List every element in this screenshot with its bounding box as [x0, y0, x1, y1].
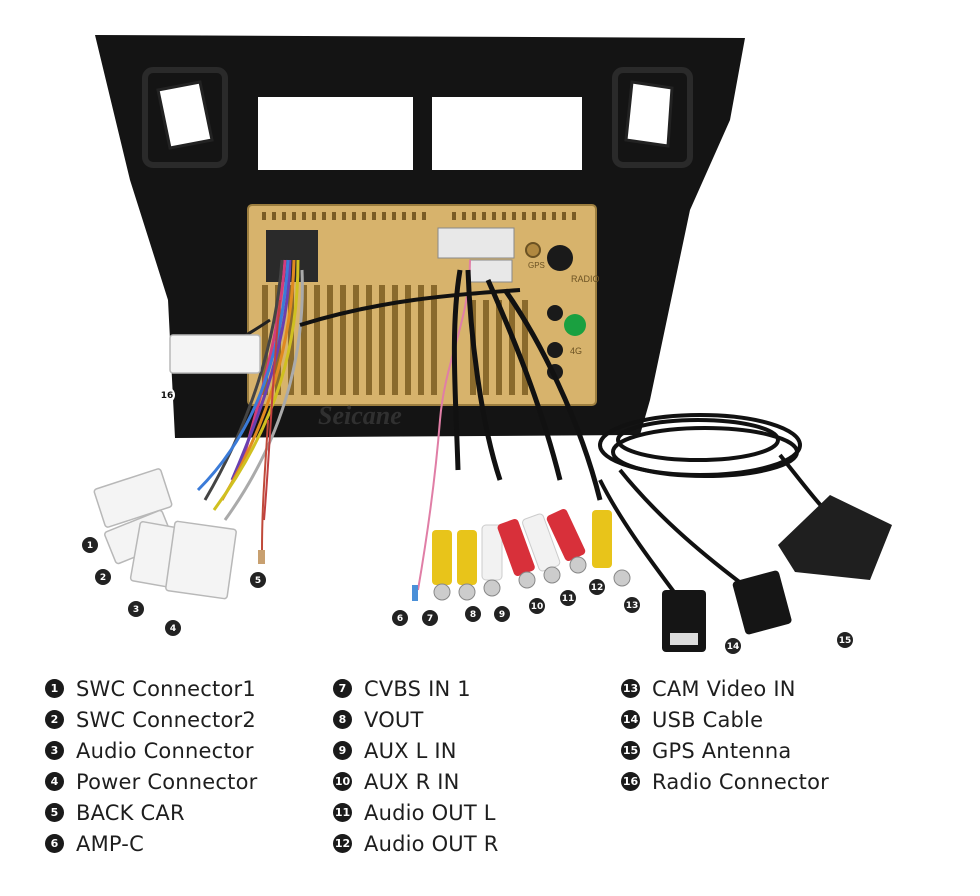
rca-plugs — [432, 509, 631, 601]
legend-item: 9 AUX L IN — [333, 735, 499, 766]
legend-item: 15 GPS Antenna — [621, 735, 829, 766]
svg-text:10: 10 — [531, 602, 544, 612]
head-unit-back: RADIO GPS 4G — [247, 204, 600, 406]
svg-text:13: 13 — [626, 601, 639, 611]
legend-item: 7 CVBS IN 1 — [333, 673, 499, 704]
legend-number: 1 — [45, 679, 64, 698]
4g-port-label: 4G — [570, 346, 582, 356]
legend-label: VOUT — [364, 707, 424, 732]
legend-label: Audio Connector — [76, 738, 254, 763]
radio-port-label: RADIO — [571, 274, 600, 284]
svg-text:9: 9 — [499, 610, 505, 620]
legend-label: USB Cable — [652, 707, 764, 732]
svg-text:6: 6 — [397, 614, 403, 624]
harness-connectors — [93, 334, 261, 600]
legend-number: 10 — [333, 772, 352, 791]
legend-item: 16 Radio Connector — [621, 766, 829, 797]
svg-text:2: 2 — [100, 573, 106, 583]
svg-text:4: 4 — [170, 624, 176, 634]
legend-label: SWC Connector1 — [76, 676, 256, 701]
legend-item: 2 SWC Connector2 — [45, 704, 257, 735]
legend-label: Radio Connector — [652, 769, 829, 794]
svg-text:15: 15 — [839, 636, 852, 646]
legend-number: 7 — [333, 679, 352, 698]
svg-text:1: 1 — [87, 541, 93, 551]
legend-label: SWC Connector2 — [76, 707, 256, 732]
svg-text:11: 11 — [562, 594, 575, 604]
legend-number: 16 — [621, 772, 640, 791]
legend-item: 13 CAM Video IN — [621, 673, 829, 704]
legend-item: 14 USB Cable — [621, 704, 829, 735]
legend-item: 12 Audio OUT R — [333, 828, 499, 859]
legend-number: 11 — [333, 803, 352, 822]
usb-and-gps-cables — [598, 413, 827, 602]
legend-number: 3 — [45, 741, 64, 760]
legend-column-2: 7 CVBS IN 1 8 VOUT 9 AUX L IN 10 AUX R IN 11… — [333, 673, 499, 859]
legend-number: 5 — [45, 803, 64, 822]
image-callouts: 1 2 3 4 5 6 7 8 9 10 11 12 13 14 15 16 — [82, 387, 853, 654]
legend-number: 15 — [621, 741, 640, 760]
legend-column-3: 13 CAM Video IN 14 USB Cable 15 GPS Antenna… — [621, 673, 829, 797]
legend-label: GPS Antenna — [652, 738, 792, 763]
product-illustration: RADIO GPS 4G Seicane — [82, 35, 892, 654]
legend-label: CAM Video IN — [652, 676, 796, 701]
legend-item: 5 BACK CAR — [45, 797, 257, 828]
legend-label: Power Connector — [76, 769, 258, 794]
svg-text:16: 16 — [161, 391, 174, 401]
svg-text:7: 7 — [427, 614, 433, 624]
legend-number: 13 — [621, 679, 640, 698]
svg-text:12: 12 — [591, 583, 604, 593]
legend-column-1: 1 SWC Connector1 2 SWC Connector2 3 Audio C… — [45, 673, 257, 859]
legend-item: 8 VOUT — [333, 704, 499, 735]
legend-number: 9 — [333, 741, 352, 760]
legend-number: 12 — [333, 834, 352, 853]
wiring-harness — [196, 259, 304, 521]
svg-text:8: 8 — [470, 610, 476, 620]
legend-number: 4 — [45, 772, 64, 791]
legend-item: 1 SWC Connector1 — [45, 673, 257, 704]
svg-text:14: 14 — [727, 642, 740, 652]
usb-plug-2 — [732, 570, 792, 635]
brand-watermark: Seicane — [318, 401, 402, 430]
legend-label: CVBS IN 1 — [364, 676, 471, 701]
legend-label: AMP-C — [76, 831, 144, 856]
legend-item: 4 Power Connector — [45, 766, 257, 797]
legend-item: 11 Audio OUT L — [333, 797, 499, 828]
legend-item: 6 AMP-C — [45, 828, 257, 859]
legend-label: BACK CAR — [76, 800, 185, 825]
svg-text:3: 3 — [133, 605, 139, 615]
legend-number: 6 — [45, 834, 64, 853]
legend-item: 3 Audio Connector — [45, 735, 257, 766]
gps-antenna-puck — [778, 495, 892, 580]
legend-label: AUX L IN — [364, 738, 457, 763]
gps-port-label: GPS — [528, 261, 545, 270]
svg-text:5: 5 — [255, 576, 261, 586]
legend-label: Audio OUT L — [364, 800, 496, 825]
legend-item: 10 AUX R IN — [333, 766, 499, 797]
legend-number: 2 — [45, 710, 64, 729]
legend-number: 14 — [621, 710, 640, 729]
legend-number: 8 — [333, 710, 352, 729]
legend-label: AUX R IN — [364, 769, 460, 794]
legend-label: Audio OUT R — [364, 831, 499, 856]
